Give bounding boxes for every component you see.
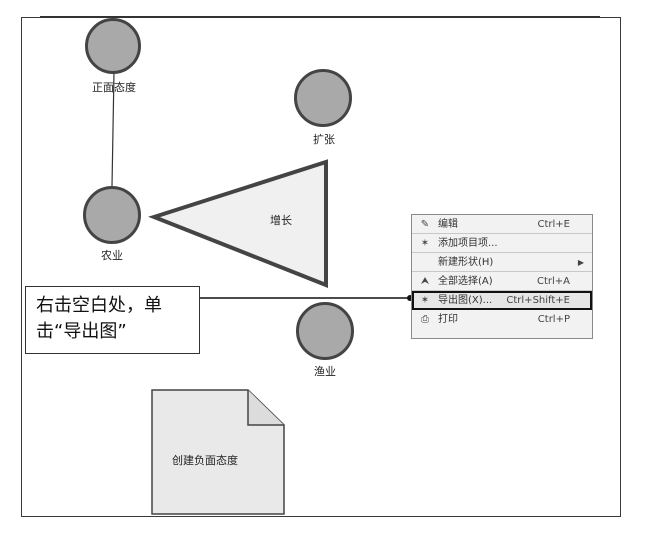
- instruction-callout: 右击空白处，单 击“导出图”: [25, 286, 200, 354]
- menu-item-select-all[interactable]: ⮝ 全部选择(A) Ctrl+A: [412, 272, 592, 291]
- menu-item-label: 添加项目项...: [438, 238, 498, 249]
- menu-item-label: 新建形状(H): [438, 257, 494, 268]
- node-label: 正面态度: [92, 81, 136, 94]
- callout-line-1: 右击空白处，单: [36, 295, 162, 316]
- menu-item-shortcut: Ctrl+A: [536, 276, 570, 287]
- menu-item-edit[interactable]: ✎ 编辑 Ctrl+E: [412, 215, 592, 234]
- context-menu: ✎ 编辑 Ctrl+E ✶ 添加项目项... 新建形状(H) ▶ ⮝ 全部选择(…: [411, 214, 593, 339]
- callout-line-2: 击“导出图”: [36, 321, 127, 342]
- document-fold: [247, 390, 284, 426]
- triangle-label: 增长: [270, 214, 292, 227]
- growth-triangle[interactable]: [148, 159, 328, 288]
- export-icon: ✶: [420, 295, 430, 306]
- node-expansion[interactable]: [294, 69, 352, 127]
- add-project-icon: ✶: [420, 238, 430, 249]
- menu-item-shortcut: Ctrl+E: [537, 219, 571, 230]
- menu-item-print[interactable]: ⎙ 打印 Ctrl+P: [412, 310, 592, 329]
- top-border-line: [40, 16, 600, 18]
- submenu-arrow-icon: ▶: [577, 258, 584, 267]
- menu-item-export-diagram[interactable]: ✶ 导出图(X)... Ctrl+Shift+E: [412, 291, 592, 310]
- edit-icon: ✎: [420, 219, 430, 230]
- node-label: 渔业: [314, 365, 336, 378]
- document-label: 创建负面态度: [172, 454, 238, 467]
- cursor-icon: ⮝: [420, 276, 430, 287]
- menu-item-shortcut: Ctrl+P: [537, 314, 570, 325]
- node-fishery[interactable]: [296, 302, 354, 360]
- menu-item-shortcut: Ctrl+Shift+E: [506, 295, 570, 306]
- node-agriculture[interactable]: [83, 186, 141, 244]
- connector-line: [111, 71, 115, 187]
- menu-item-new-shape[interactable]: 新建形状(H) ▶: [412, 253, 592, 272]
- menu-item-label: 打印: [438, 314, 458, 325]
- node-positive-attitude[interactable]: [85, 18, 141, 74]
- menu-item-label: 导出图(X)...: [438, 295, 493, 306]
- print-icon: ⎙: [421, 314, 429, 325]
- menu-item-label: 全部选择(A): [438, 276, 493, 287]
- menu-item-add-project[interactable]: ✶ 添加项目项...: [412, 234, 592, 253]
- menu-item-label: 编辑: [438, 219, 458, 230]
- node-label: 扩张: [313, 133, 335, 146]
- node-label: 农业: [101, 249, 123, 262]
